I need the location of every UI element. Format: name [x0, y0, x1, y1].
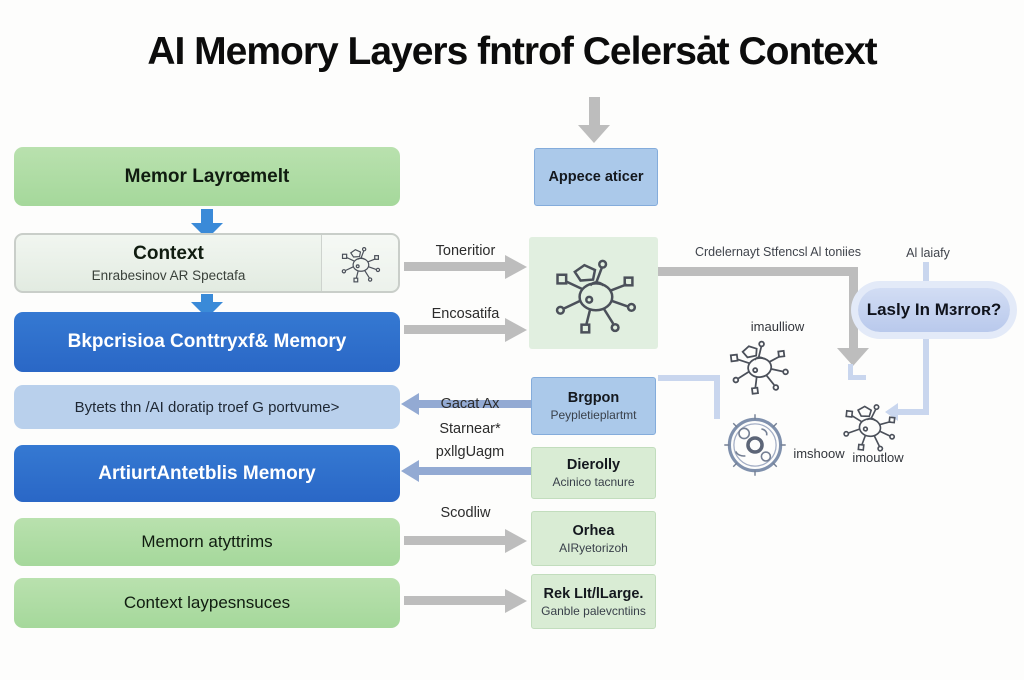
down-arrow-icon — [201, 294, 213, 303]
elbow-line — [658, 267, 858, 276]
down-arrow-icon — [589, 97, 600, 126]
node-label: Bkpcrisioa Conttryxf& Memory — [67, 331, 347, 352]
down-arrowhead-icon — [837, 348, 869, 366]
right-arrow-icon — [404, 262, 506, 271]
node-label: Memorn atyttrims — [141, 532, 273, 551]
molecule-icon — [728, 337, 791, 397]
connector-line — [658, 375, 720, 381]
connector-line — [897, 409, 929, 415]
connector-label-gacat: Gacat Ax — [440, 396, 500, 412]
node-label: Memor Layrœmelt — [124, 165, 290, 187]
down-arrow-icon — [201, 209, 213, 224]
connector-stub — [848, 364, 853, 380]
bidirectional-arrow-icon — [418, 400, 536, 408]
node-sublabel: Ganble palevcntiins — [541, 603, 646, 618]
right-arrow-icon — [404, 536, 506, 545]
connector-label-toneritior: Toneritior — [435, 243, 496, 259]
node-label: Context laypesnsuces — [123, 593, 291, 612]
node-rek-large: Rek LIt/lLarge. Ganble palevcntiins — [531, 574, 656, 629]
connector-label-scodliw: Scodliw — [440, 505, 491, 521]
node-molecule-hub — [529, 237, 658, 349]
node-context: Context Enrabesinov AR Spectafa — [14, 233, 400, 293]
node-artifact-memory: ArtiurtAntetblis Memory — [14, 445, 400, 502]
node-dierolly: Dierolly Acinico tacnure — [531, 447, 656, 499]
node-label: Context — [133, 243, 204, 264]
node-sublabel: Acinico tacnure — [552, 475, 635, 489]
node-label: Brgpon — [567, 390, 620, 406]
node-label: Bytets thn /AI doratip troef G portvume> — [74, 398, 340, 416]
right-arrowhead-icon — [505, 529, 527, 553]
molecule-label-show: imshoow — [793, 446, 845, 461]
node-label: Orhea — [572, 522, 615, 539]
node-sublabel: Peypletieplartmt — [550, 408, 637, 422]
gear-molecule-icon — [722, 412, 788, 478]
molecule-label-outflow: imoutlow — [852, 450, 904, 465]
right-arrowhead-icon — [505, 589, 527, 613]
node-context-layers: Context laypesnsuces — [14, 578, 400, 628]
left-arrowhead-icon — [885, 403, 898, 421]
node-brgpon: Brgpon Peypletieplartmt — [531, 377, 656, 435]
connector-line — [714, 375, 720, 419]
connector-line — [923, 262, 929, 414]
node-aspect: Appece aticer — [534, 148, 658, 206]
page-title: AI Memory Layers fntrof Celersȧt Context — [147, 30, 877, 73]
node-label: ArtiurtAntetblis Memory — [98, 462, 316, 484]
molecule-label-inflow: imaulliow — [750, 319, 805, 334]
node-memory-rhythms: Memorn atyttrims — [14, 518, 400, 566]
left-arrowhead-icon — [401, 393, 419, 415]
molecule-icon — [555, 259, 636, 334]
molecule-icon — [341, 246, 381, 283]
node-orhea: Orhea AIRyetorizoh — [531, 511, 656, 566]
connector-label-starnear: Starnear* — [439, 421, 501, 437]
node-label: Dierolly — [566, 457, 621, 473]
node-sublabel: Enrabesinov AR Spectafa — [91, 268, 246, 283]
down-arrowhead-icon — [578, 125, 610, 143]
node-sublabel: AIRyetorizoh — [559, 540, 628, 555]
left-arrow-icon — [418, 467, 540, 475]
right-top-label: Crdelernayt Stfencsl Al toniies — [694, 245, 862, 259]
node-expression-control-memory: Bkpcrisioa Conttryxf& Memory — [14, 312, 400, 372]
left-arrowhead-icon — [401, 460, 419, 482]
right-arrow-icon — [404, 325, 506, 334]
node-bytes-strip: Bytets thn /AI doratip troef G portvume> — [14, 385, 400, 429]
node-memory-layers: Memor Layrœmelt — [14, 147, 400, 206]
al-laiafy-label: Al laiafy — [906, 246, 950, 260]
elbow-line — [849, 267, 858, 349]
node-label: Appece aticer — [548, 169, 644, 185]
node-label: Rek LIt/lLarge. — [543, 585, 644, 602]
connector-stub — [848, 375, 866, 380]
right-arrowhead-icon — [505, 318, 527, 342]
right-arrow-icon — [404, 596, 506, 605]
connector-label-encosatifa: Encosatifa — [431, 306, 500, 322]
memory-pill: Lasly In Mɜrroʀ? — [858, 288, 1010, 332]
right-arrowhead-icon — [505, 255, 527, 279]
connector-label-pxllguagm: pxllgUagm — [435, 444, 505, 460]
